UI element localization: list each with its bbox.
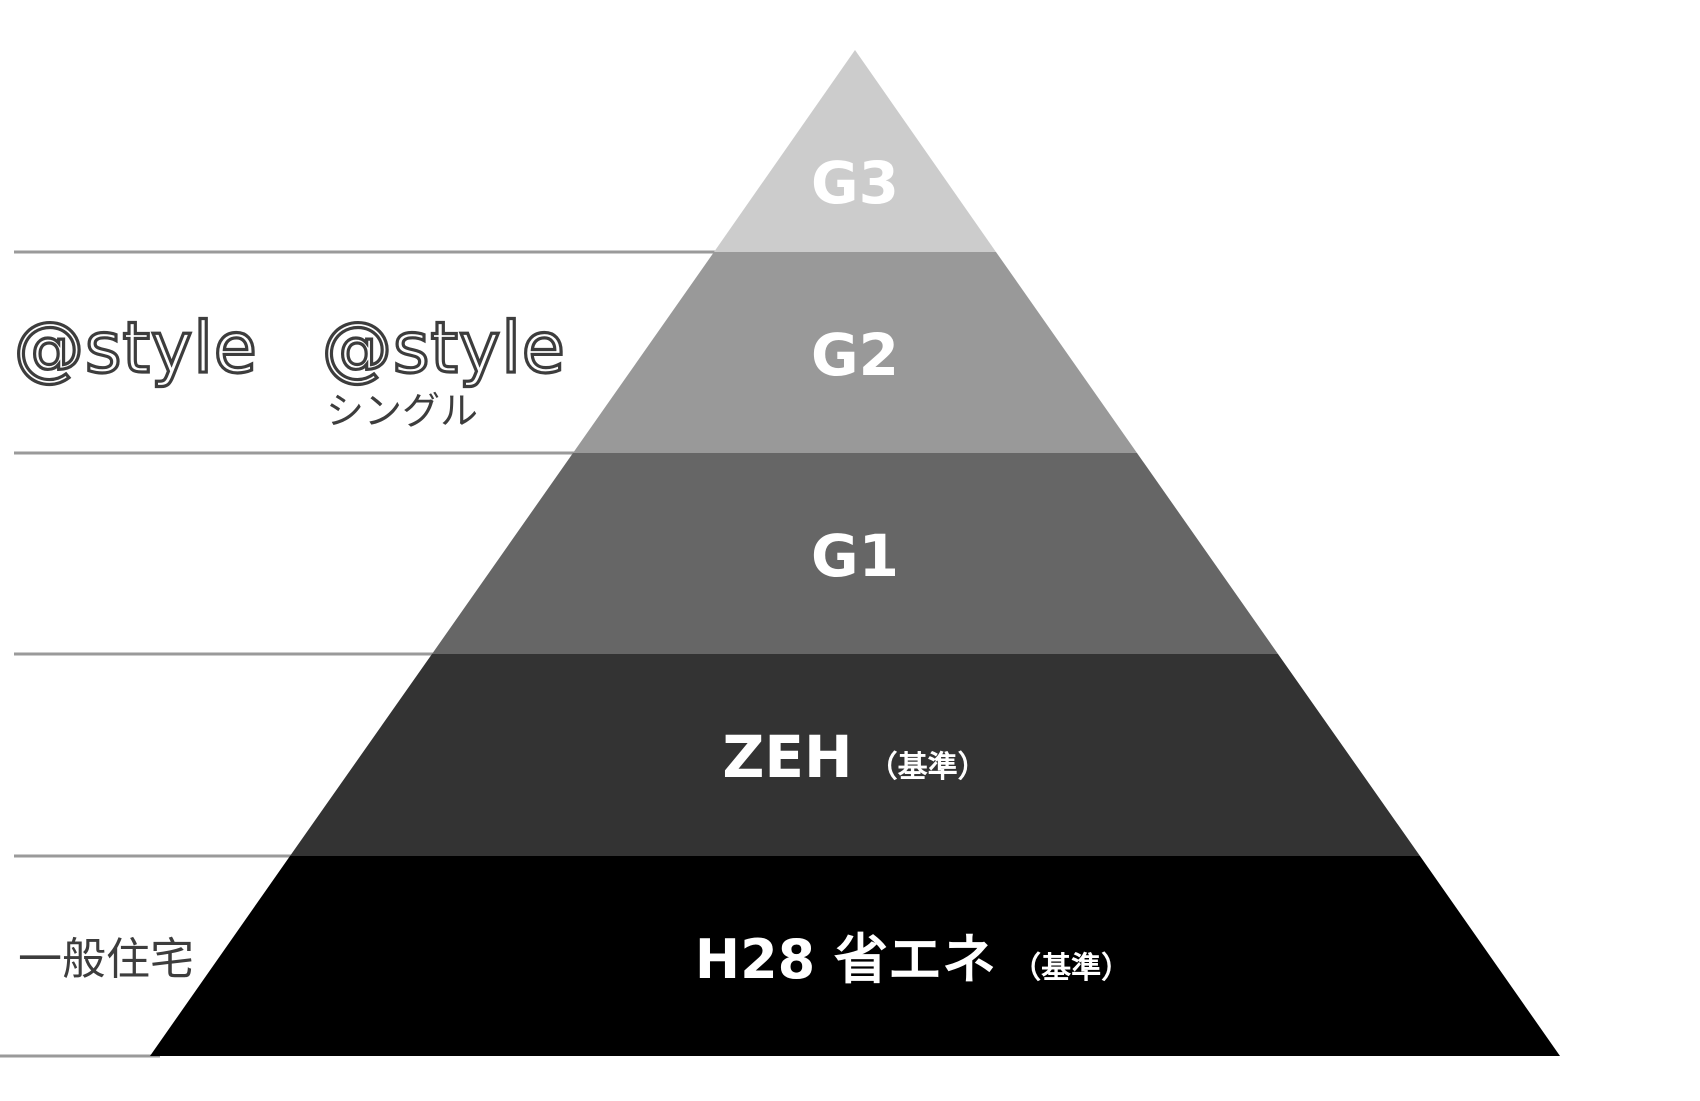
tier-g3-band	[714, 50, 996, 252]
tier-zeh-sub: （基準）	[868, 750, 988, 785]
brand-single-caption: シングル	[326, 389, 478, 433]
tier-g1-band	[432, 453, 1278, 654]
brand-style-logo: @style	[14, 307, 258, 389]
tier-zeh-text: ZEH （基準）	[722, 723, 987, 791]
tier-h28-label: H28 省エネ	[695, 928, 996, 991]
tier-h28-sub: （基準）	[1011, 951, 1131, 986]
tier-g2-label: G2	[811, 321, 899, 389]
general-housing-label: 一般住宅	[18, 934, 194, 985]
tier-h28-text: H28 省エネ （基準）	[695, 928, 1131, 991]
tier-g2-band	[573, 252, 1137, 453]
tier-zeh-label: ZEH	[722, 723, 852, 791]
tier-g3-label: G3	[811, 149, 899, 217]
brand-style-single-logo: @style	[322, 307, 566, 389]
tier-g1-label: G1	[811, 522, 899, 590]
tier-h28-band	[150, 856, 1560, 1056]
tier-zeh-band	[290, 654, 1420, 856]
